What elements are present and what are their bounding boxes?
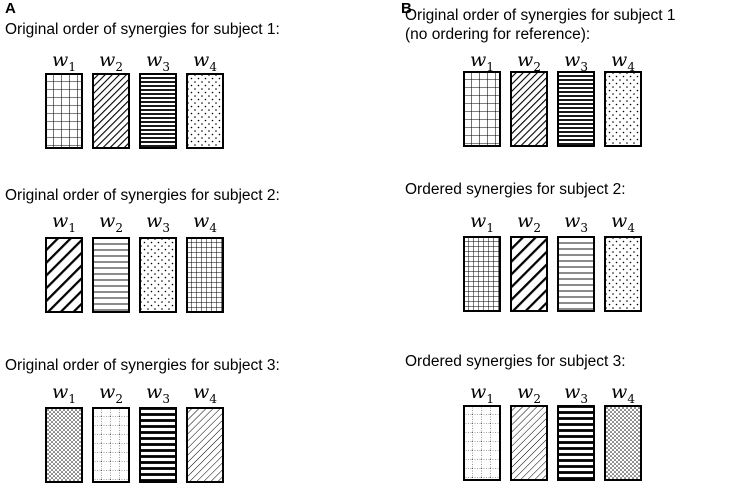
synergy-bar-rect xyxy=(557,405,595,481)
synergy-label: w3 xyxy=(146,49,170,74)
synergy-bar-dots-sparse xyxy=(604,236,642,312)
synergy-bar-dots-dense xyxy=(45,407,83,483)
synergy-label: w4 xyxy=(611,49,635,74)
synergy-bar-rect xyxy=(557,71,595,147)
synergy-bar-grid-fine xyxy=(463,236,501,312)
synergy-label: w3 xyxy=(564,210,588,235)
synergy-bar-diagonal-thick xyxy=(45,237,83,313)
synergy-label: w1 xyxy=(52,49,76,74)
synergy-label: w2 xyxy=(517,49,541,74)
synergy-bar-grid xyxy=(463,71,501,147)
synergy-bar-rect xyxy=(139,407,177,483)
synergy-bar-rect xyxy=(463,236,501,312)
synergy-bar-diagonal-thin xyxy=(510,405,548,481)
synergy-label: w4 xyxy=(611,210,635,235)
synergy-label: w4 xyxy=(193,381,217,406)
synergy-bar-dotted-grid xyxy=(463,405,501,481)
synergy-label: w2 xyxy=(99,49,123,74)
synergy-bar-rect xyxy=(45,73,83,149)
group-caption: Ordered synergies for subject 3: xyxy=(405,353,626,370)
synergy-bar-diagonal-dense xyxy=(510,71,548,147)
synergy-bar-rect xyxy=(186,73,224,149)
synergy-label: w2 xyxy=(517,210,541,235)
synergy-label: w1 xyxy=(470,381,494,406)
group-caption: Original order of synergies for subject … xyxy=(5,21,280,38)
group-caption: Original order of synergies for subject … xyxy=(5,187,280,204)
synergy-bar-rect xyxy=(510,71,548,147)
synergy-bar-diagonal-dense xyxy=(92,73,130,149)
synergy-label: w3 xyxy=(146,381,170,406)
synergy-bar-grid-fine xyxy=(186,237,224,313)
synergy-label: w1 xyxy=(52,381,76,406)
synergy-bar-horizontal-thin xyxy=(557,236,595,312)
synergy-bar-rect xyxy=(139,237,177,313)
panel-letter-a: A xyxy=(5,0,16,17)
synergy-bar-rect xyxy=(604,405,642,481)
synergy-bar-dots-sparse xyxy=(604,71,642,147)
synergy-bar-horizontal-dense xyxy=(557,71,595,147)
synergy-label: w2 xyxy=(99,381,123,406)
synergy-label: w2 xyxy=(517,381,541,406)
synergy-label: w3 xyxy=(146,210,170,235)
synergy-bar-rect xyxy=(186,407,224,483)
synergy-label: w4 xyxy=(193,210,217,235)
synergy-label: w4 xyxy=(611,381,635,406)
synergy-bar-rect xyxy=(510,405,548,481)
synergy-bar-diagonal-thick xyxy=(510,236,548,312)
synergy-bar-horizontal-thick xyxy=(557,405,595,481)
synergy-bar-horizontal-thin xyxy=(92,237,130,313)
synergy-label: w1 xyxy=(470,49,494,74)
synergy-bar-rect xyxy=(463,71,501,147)
synergy-bar-dotted-grid xyxy=(92,407,130,483)
group-caption: Original order of synergies for subject … xyxy=(405,7,676,43)
synergy-label: w2 xyxy=(99,210,123,235)
synergy-bar-rect xyxy=(92,237,130,313)
synergy-bar-rect xyxy=(463,405,501,481)
synergy-bar-rect xyxy=(45,407,83,483)
synergy-bar-rect xyxy=(92,407,130,483)
synergy-bar-rect xyxy=(186,237,224,313)
synergy-bar-rect xyxy=(510,236,548,312)
synergy-bar-rect xyxy=(604,236,642,312)
synergy-bar-rect xyxy=(139,73,177,149)
group-caption: Original order of synergies for subject … xyxy=(5,357,280,374)
synergy-label: w3 xyxy=(564,49,588,74)
group-caption: Ordered synergies for subject 2: xyxy=(405,181,626,198)
synergy-bar-horizontal-dense xyxy=(139,73,177,149)
synergy-bar-rect xyxy=(45,237,83,313)
synergy-bar-dots-sparse xyxy=(139,237,177,313)
synergy-bar-rect xyxy=(92,73,130,149)
synergy-bar-rect xyxy=(604,71,642,147)
synergy-bar-diagonal-thin xyxy=(186,407,224,483)
synergy-label: w4 xyxy=(193,49,217,74)
synergy-label: w3 xyxy=(564,381,588,406)
synergy-label: w1 xyxy=(52,210,76,235)
synergy-bar-dots-dense xyxy=(604,405,642,481)
synergy-bar-horizontal-thick xyxy=(139,407,177,483)
panel-letter-b: B xyxy=(401,0,412,17)
synergy-bar-dots-sparse xyxy=(186,73,224,149)
synergy-label: w1 xyxy=(470,210,494,235)
synergy-bar-grid xyxy=(45,73,83,149)
synergy-bar-rect xyxy=(557,236,595,312)
